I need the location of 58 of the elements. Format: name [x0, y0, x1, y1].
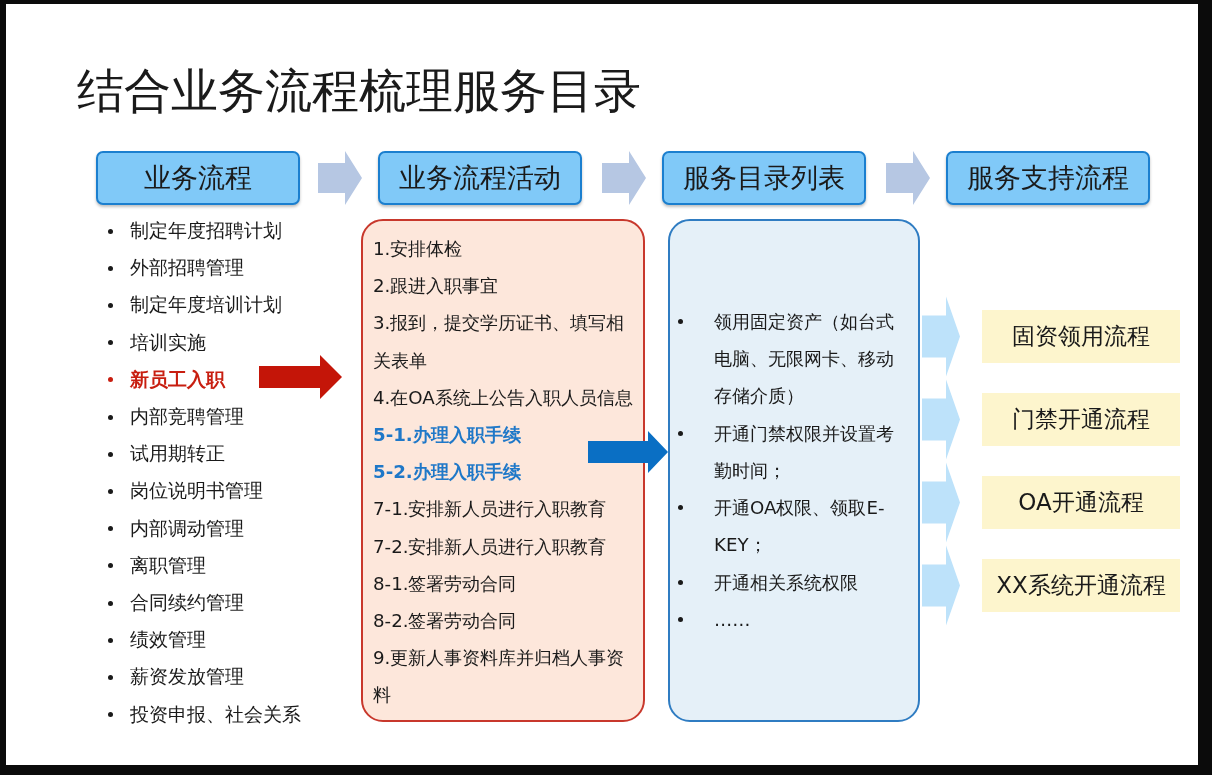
list-item-text: 1.安排体检 [373, 237, 464, 261]
list-item-text: 新员工入职 [130, 364, 225, 395]
block-arrow [922, 545, 960, 626]
list-item-text: 8-1.签署劳动合同 [373, 571, 518, 596]
block-arrow [922, 296, 960, 377]
header-text: 业务流程活动 [399, 161, 561, 195]
header-text: 服务支持流程 [967, 161, 1129, 195]
list-item-text: 离职管理 [130, 553, 206, 578]
list-item-text: 制定年度招聘计划 [130, 219, 282, 243]
header-box [662, 151, 866, 205]
list-item-text: 开通门禁权限并设置考勤时间； [714, 421, 895, 483]
list-item-text: 开通相关系统权限 [714, 570, 859, 595]
list-item-text: 5-1.办理入职手续 [373, 423, 522, 447]
list-item-text: 培训实施 [130, 330, 206, 355]
list-item-text: 绩效管理 [130, 628, 206, 653]
list-item-text: 4.在OA系统上公告入职人员信息 [373, 385, 634, 410]
header-text: 业务流程 [144, 161, 252, 195]
list-item-text: 领用固定资产（如台式电脑、无限网卡、移动存储介质） [714, 310, 895, 409]
process-name: XX系统开通流程 [996, 571, 1166, 600]
process-box [982, 559, 1180, 612]
header-box [946, 151, 1150, 205]
process-name: OA开通流程 [1018, 488, 1144, 517]
list-item-text: 开通OA权限、领取E-KEY； [714, 496, 886, 558]
process-box [982, 393, 1180, 446]
list-item-text: 内部竞聘管理 [130, 405, 244, 429]
list-item-text: 内部调动管理 [130, 516, 244, 541]
list-item-text: 投资申报、社会关系 [130, 702, 301, 727]
block-arrow [922, 379, 960, 460]
process-box [982, 476, 1180, 529]
header-text: 服务目录列表 [683, 161, 845, 195]
list-item-text: 合同续约管理 [130, 591, 244, 615]
block-arrow [259, 355, 342, 399]
process-box [982, 310, 1180, 363]
process-name: 门禁开通流程 [1012, 405, 1150, 434]
block-arrow [922, 462, 960, 543]
list-item-text: 3.报到，提交学历证书、填写相关表单 [373, 311, 626, 373]
list-item-text: 试用期转正 [130, 442, 225, 467]
activity-panel [361, 219, 645, 722]
list-item-text: 7-1.安排新人员进行入职教育 [373, 497, 608, 522]
slide-title: 结合业务流程梳理服务目录 [77, 63, 641, 119]
list-item-text: 9.更新人事资料库并归档人事资料 [373, 646, 626, 708]
block-arrow [318, 151, 362, 205]
list-item-text: 制定年度培训计划 [130, 293, 282, 318]
list-item-text: 5-2.办理入职手续 [373, 460, 522, 485]
list-item-text: 8-2.签署劳动合同 [373, 609, 518, 634]
list-item-text: …… [714, 607, 752, 632]
list-item-text: 岗位说明书管理 [130, 479, 263, 504]
block-arrow [602, 151, 646, 205]
header-box [96, 151, 300, 205]
list-item-text: 薪资发放管理 [130, 665, 244, 690]
list-item-text: 2.跟进入职事宜 [373, 274, 500, 299]
process-name: 固资领用流程 [1012, 322, 1150, 351]
service-panel [668, 219, 920, 722]
block-arrow [886, 151, 930, 205]
header-box [378, 151, 582, 205]
block-arrow [588, 431, 668, 473]
list-item-text: 7-2.安排新人员进行入职教育 [373, 534, 608, 559]
list-item-text: 外部招聘管理 [130, 256, 244, 281]
